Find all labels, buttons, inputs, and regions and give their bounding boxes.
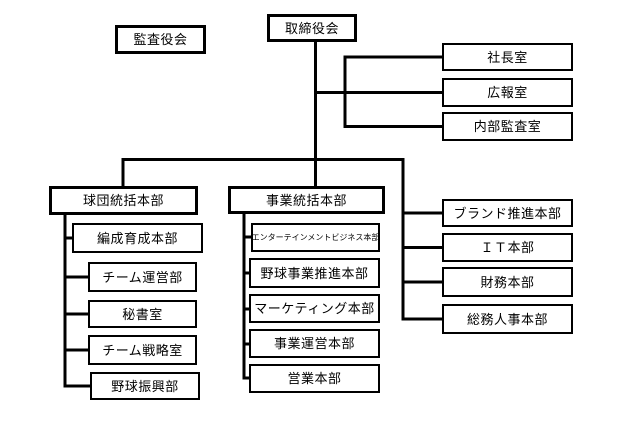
entertainment-business-hq-box: エンターテインメントビジネス本部 (251, 223, 380, 252)
board-of-directors-box: 取締役会 (267, 14, 357, 42)
presidents-office-box: 社長室 (442, 43, 573, 71)
business-operations-hq-box: 事業運営本部 (249, 329, 380, 358)
audit-board-box: 監査役会 (115, 25, 206, 54)
brand-promotion-hq-box: ブランド推進本部 (442, 199, 573, 227)
finance-hq-box: 財務本部 (442, 267, 573, 297)
team-strategy-office-box: チーム戦略室 (88, 335, 197, 365)
internal-audit-office-box: 内部監査室 (442, 112, 573, 141)
pr-office-box: 広報室 (442, 78, 573, 107)
secretary-office-box: 秘書室 (88, 300, 197, 328)
team-operations-dept-box: チーム運営部 (88, 262, 197, 292)
team-general-hq-box: 球団統括本部 (49, 186, 198, 215)
it-hq-box: ＩＴ本部 (442, 233, 573, 262)
business-general-hq-box: 事業統括本部 (228, 186, 385, 214)
marketing-hq-box: マーケティング本部 (249, 294, 380, 323)
baseball-business-promotion-hq-box: 野球事業推進本部 (249, 258, 380, 288)
sales-hq-box: 営業本部 (249, 364, 380, 393)
baseball-promotion-dept-box: 野球振興部 (90, 372, 200, 400)
general-affairs-hr-hq-box: 総務人事本部 (442, 304, 573, 334)
player-development-hq-box: 編成育成本部 (72, 223, 203, 253)
